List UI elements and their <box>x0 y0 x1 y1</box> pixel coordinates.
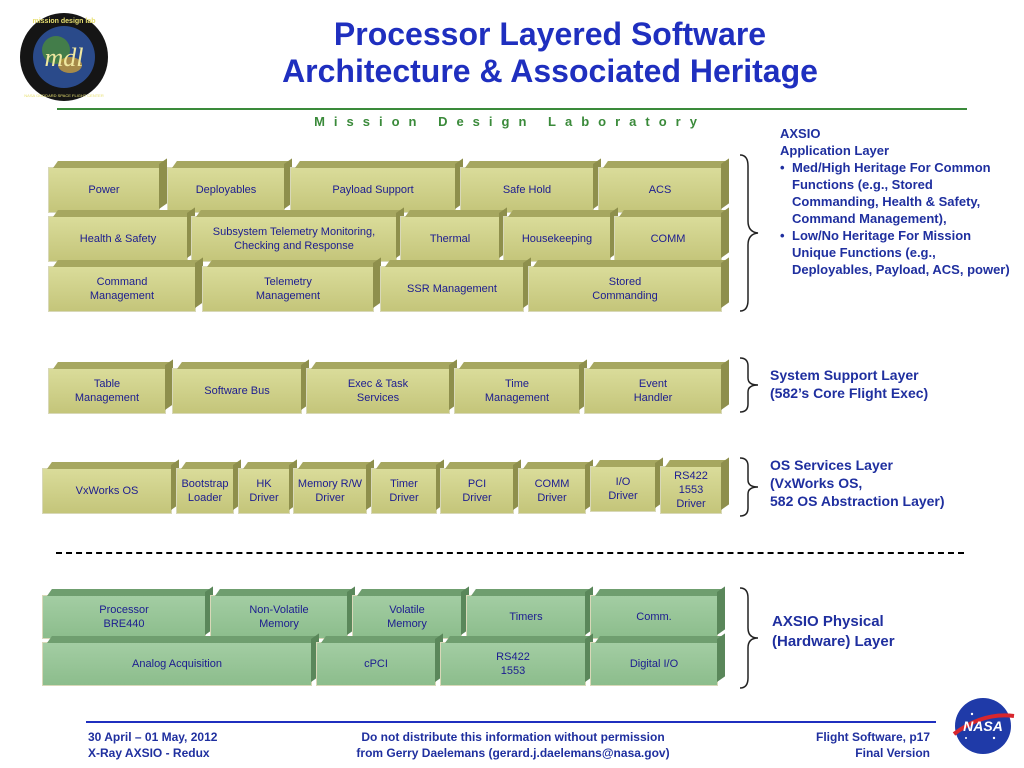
os-block-timer-driver: Timer Driver <box>371 468 437 514</box>
system-support-label-2: (582’s Core Flight Exec) <box>770 385 929 401</box>
os-block-io-driver: I/O Driver <box>590 466 656 512</box>
os-services-label: OS Services Layer (VxWorks OS, 582 OS Ab… <box>770 456 945 510</box>
os-block-rs422-1553-driver: RS422 1553 Driver <box>660 466 722 514</box>
os-block-hk-driver: HK Driver <box>238 468 290 514</box>
logo-ring-top: mission design lab <box>32 18 95 25</box>
hardware-label-2: (Hardware) Layer <box>772 633 895 650</box>
hw-block-rs422-1553: RS422 1553 <box>440 642 586 686</box>
lab-name: Mission Design Laboratory <box>314 114 706 129</box>
os-block-memory-rw-driver: Memory R/W Driver <box>293 468 367 514</box>
footer-notice-2: from Gerry Daelemans (gerard.j.daelemans… <box>356 746 670 760</box>
application-bullet-list: Med/High Heritage For Common Functions (… <box>780 159 1016 278</box>
hw-block-cpci: cPCI <box>316 642 436 686</box>
app-block-comm: COMM <box>614 216 722 262</box>
footer-divider <box>86 721 936 723</box>
ss-block-time-management: Time Management <box>454 368 580 414</box>
os-block-bootstrap-loader: Bootstrap Loader <box>176 468 234 514</box>
logo-ring-bottom: NASA GODDARD SPACE FLIGHT CENTER <box>24 93 104 98</box>
logo-text: mdl <box>45 43 84 72</box>
os-block-pci-driver: PCI Driver <box>440 468 514 514</box>
app-block-payload-support: Payload Support <box>290 167 456 213</box>
application-bullet-2: Low/No Heritage For Mission Unique Funct… <box>780 227 1016 278</box>
app-block-housekeeping: Housekeeping <box>503 216 611 262</box>
os-block-comm-driver: COMM Driver <box>518 468 586 514</box>
app-block-subsystem-telemetry: Subsystem Telemetry Monitoring, Checking… <box>191 216 397 262</box>
footer-center: Do not distribute this information witho… <box>300 729 726 761</box>
app-block-deployables: Deployables <box>167 167 285 213</box>
software-hardware-separator <box>56 552 964 554</box>
nasa-logo-text: NASA <box>963 718 1003 734</box>
ss-block-event-handler: Event Handler <box>584 368 722 414</box>
app-block-acs: ACS <box>598 167 722 213</box>
footer-date: 30 April – 01 May, 2012 <box>88 730 218 744</box>
title-divider <box>57 108 967 110</box>
title-line-2: Architecture & Associated Heritage <box>282 53 818 89</box>
hardware-label: AXSIO Physical (Hardware) Layer <box>772 612 895 652</box>
page-title: Processor Layered Software Architecture … <box>200 16 900 90</box>
title-line-1: Processor Layered Software <box>333 16 767 52</box>
application-layer-label: AXSIO Application Layer Med/High Heritag… <box>780 125 1016 278</box>
app-block-safe-hold: Safe Hold <box>460 167 594 213</box>
os-services-label-1: OS Services Layer <box>770 457 893 473</box>
system-support-brace <box>739 357 759 413</box>
os-block-vxworks: VxWorks OS <box>42 468 172 514</box>
application-label-title-2: Application Layer <box>780 143 890 158</box>
app-block-health-safety: Health & Safety <box>48 216 188 262</box>
app-block-thermal: Thermal <box>400 216 500 262</box>
ss-block-exec-task: Exec & Task Services <box>306 368 450 414</box>
hardware-label-1: AXSIO Physical <box>772 613 884 630</box>
app-block-ssr-management: SSR Management <box>380 266 524 312</box>
hw-block-timers: Timers <box>466 595 586 639</box>
os-services-brace <box>739 457 759 517</box>
app-block-stored-commanding: Stored Commanding <box>528 266 722 312</box>
ss-block-software-bus: Software Bus <box>172 368 302 414</box>
hardware-brace <box>739 587 759 689</box>
hw-block-comm: Comm. <box>590 595 718 639</box>
system-support-label: System Support Layer (582’s Core Flight … <box>770 366 928 402</box>
hw-block-volatile-memory: Volatile Memory <box>352 595 462 639</box>
system-support-label-1: System Support Layer <box>770 367 919 383</box>
app-block-power: Power <box>48 167 160 213</box>
application-layer-brace <box>739 154 759 312</box>
app-block-command-management: Command Management <box>48 266 196 312</box>
os-services-label-2: (VxWorks OS, <box>770 475 863 491</box>
os-services-label-3: 582 OS Abstraction Layer) <box>770 493 945 509</box>
footer-page: Flight Software, p17 <box>815 730 930 744</box>
footer-notice-1: Do not distribute this information witho… <box>361 730 665 744</box>
app-block-telemetry-management: Telemetry Management <box>202 266 374 312</box>
footer-project: X-Ray AXSIO - Redux <box>88 746 210 760</box>
application-bullet-1: Med/High Heritage For Common Functions (… <box>780 159 1016 227</box>
hw-block-analog-acquisition: Analog Acquisition <box>42 642 312 686</box>
footer-right: Flight Software, p17 Final Version <box>740 729 930 761</box>
hw-block-processor: Processor BRE440 <box>42 595 206 639</box>
mdl-logo: mdl mission design lab NASA GODDARD SPAC… <box>20 13 108 101</box>
footer-left: 30 April – 01 May, 2012 X-Ray AXSIO - Re… <box>88 729 217 761</box>
ss-block-table-management: Table Management <box>48 368 166 414</box>
hw-block-digital-io: Digital I/O <box>590 642 718 686</box>
application-label-title-1: AXSIO <box>780 126 821 141</box>
footer-version: Final Version <box>855 746 930 760</box>
nasa-logo: NASA <box>952 698 1015 754</box>
hw-block-non-volatile-memory: Non-Volatile Memory <box>210 595 348 639</box>
